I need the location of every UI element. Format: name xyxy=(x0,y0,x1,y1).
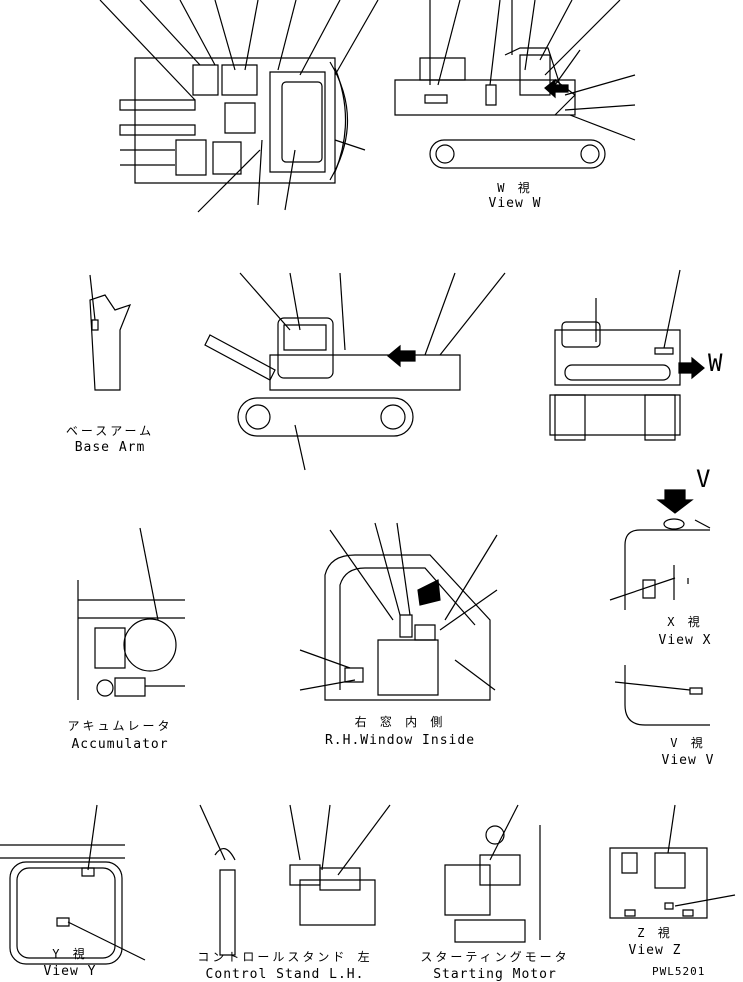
plan-view-drawing xyxy=(100,0,378,212)
view-w-label-ja: W 視 xyxy=(497,181,533,195)
view-x-label-ja: X 視 xyxy=(667,615,703,629)
view-z-label-ja: Z 視 xyxy=(637,926,673,940)
view-y-label: View Y xyxy=(43,964,97,979)
starting-motor-label-ja: スターティングモータ xyxy=(420,950,570,964)
side-view-drawing xyxy=(205,273,505,470)
starting-motor-label: Starting Motor xyxy=(433,967,557,982)
rh-window-label-ja: 右 窓 内 側 xyxy=(354,715,446,729)
base-arm-label-ja: ベースアーム xyxy=(65,424,155,438)
accumulator-drawing xyxy=(78,528,185,700)
view-v-label-ja: V 視 xyxy=(670,736,706,750)
control-stand-label-ja: コントロールスタンド 左 xyxy=(197,950,373,964)
view-w-label: View W xyxy=(488,196,542,211)
rh-window-drawing xyxy=(300,523,497,700)
base-arm-label: Base Arm xyxy=(74,440,146,455)
view-y-label-ja: Y 視 xyxy=(52,947,88,961)
view-v-drawing xyxy=(615,665,710,725)
arrow-w-label: W xyxy=(708,349,723,377)
rh-window-label: R.H.Window Inside xyxy=(324,733,476,748)
starting-motor-drawing xyxy=(445,805,540,942)
view-x-drawing xyxy=(610,490,710,610)
view-y-drawing xyxy=(0,805,145,964)
base-arm-drawing xyxy=(90,275,130,390)
accumulator-label: Accumulator xyxy=(71,737,169,752)
view-x-label: View X xyxy=(658,633,712,648)
accumulator-label-ja: アキュムレータ xyxy=(67,719,173,733)
view-w-drawing xyxy=(395,0,635,168)
control-stand-drawing xyxy=(200,805,390,955)
view-z-label: View Z xyxy=(628,943,682,958)
control-stand-label: Control Stand L.H. xyxy=(205,967,365,982)
rear-view-drawing xyxy=(550,270,704,440)
drawing-code: PWL5201 xyxy=(652,965,706,978)
view-v-label: View V xyxy=(661,753,715,768)
view-z-drawing xyxy=(610,805,735,918)
arrow-v-label: V xyxy=(696,465,711,493)
